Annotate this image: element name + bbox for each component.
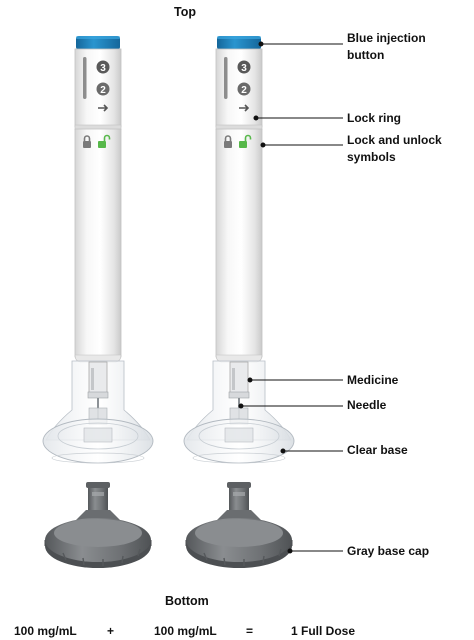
label-blue-injection-button: Blue injection button	[347, 31, 426, 62]
equation-left-dose: 100 mg/mL	[14, 624, 77, 638]
page-title: Top	[174, 5, 196, 19]
label-clear-base: Clear base	[347, 443, 408, 457]
label-lock-ring: Lock ring	[347, 111, 402, 125]
label-needle: Needle	[347, 398, 387, 412]
dial-number-3-right: 3	[241, 63, 247, 74]
pen-right	[183, 35, 295, 569]
equation-equals: =	[246, 624, 254, 638]
label-lock-unlock-symbols: Lock and unlock symbols	[347, 133, 442, 164]
equation-plus: +	[107, 624, 115, 638]
pen-left	[42, 35, 154, 569]
dial-number-3-left: 3	[100, 63, 106, 74]
label-medicine: Medicine	[347, 373, 399, 387]
dial-number-2-right: 2	[241, 85, 247, 96]
equation-right-dose: 100 mg/mL	[154, 624, 217, 638]
dial-number-2-left: 2	[100, 85, 106, 96]
label-gray-base-cap: Gray base cap	[347, 544, 430, 558]
equation-result: 1 Full Dose	[291, 624, 356, 638]
bottom-label: Bottom	[165, 594, 209, 608]
